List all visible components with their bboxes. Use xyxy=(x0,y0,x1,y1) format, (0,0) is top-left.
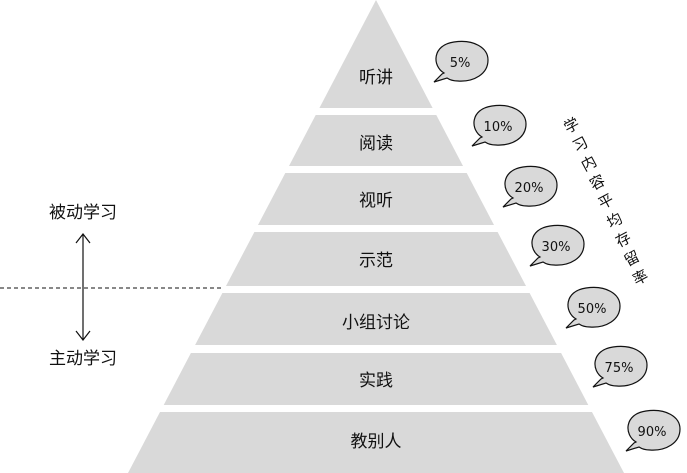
retention-bubble-3: 20% xyxy=(502,165,558,208)
tier-labels: 听讲 阅读 视听 示范 小组讨论 实践 教别人 xyxy=(342,68,410,452)
tier-label-1: 听讲 xyxy=(359,68,393,88)
vertical-title-char: 均 xyxy=(604,209,626,232)
active-learning-label: 主动学习 xyxy=(49,349,117,369)
tier-label-5: 小组讨论 xyxy=(342,313,410,333)
pyramid-tier-5 xyxy=(195,293,557,345)
retention-bubble-6: 75% xyxy=(592,345,648,388)
retention-value-6: 75% xyxy=(605,361,634,376)
speech-bubble-icon xyxy=(625,409,681,452)
retention-value-3: 20% xyxy=(515,181,544,196)
retention-value-5: 50% xyxy=(578,302,607,317)
retention-bubble-4: 30% xyxy=(529,224,585,267)
vertical-title-char: 容 xyxy=(587,171,609,194)
retention-bubble-2: 10% xyxy=(471,104,527,147)
pyramid-tier-7 xyxy=(128,412,624,473)
double-arrow-icon xyxy=(75,233,91,341)
tier-label-6: 实践 xyxy=(359,371,393,391)
tier-label-3: 视听 xyxy=(359,191,393,211)
speech-bubble-icon xyxy=(471,104,527,147)
vertical-title-char: 习 xyxy=(569,133,591,156)
pyramid-tier-4 xyxy=(226,232,526,286)
retention-bubble-5: 50% xyxy=(565,286,621,329)
speech-bubble-icon xyxy=(433,40,489,83)
retention-bubbles: 5% 10% 20% 30% 50% 75% 90% xyxy=(433,40,681,452)
vertical-title-char: 存 xyxy=(612,228,634,251)
vertical-title-char: 内 xyxy=(578,152,600,175)
pyramid-tier-6 xyxy=(163,353,589,405)
learning-mode-scale: 被动学习 主动学习 xyxy=(0,203,224,369)
retention-value-4: 30% xyxy=(542,240,571,255)
tier-label-7: 教别人 xyxy=(351,432,402,452)
speech-bubble-icon xyxy=(529,224,585,267)
speech-bubble-icon xyxy=(502,165,558,208)
retention-value-2: 10% xyxy=(484,120,513,135)
passive-learning-label: 被动学习 xyxy=(49,203,117,223)
retention-value-1: 5% xyxy=(450,56,471,71)
tier-label-4: 示范 xyxy=(359,251,393,271)
pyramid-tier-3 xyxy=(258,173,494,225)
tier-label-2: 阅读 xyxy=(359,134,393,154)
speech-bubble-icon xyxy=(592,345,648,388)
pyramid-tier-1 xyxy=(319,0,433,108)
retention-value-7: 90% xyxy=(638,425,667,440)
retention-bubble-1: 5% xyxy=(433,40,489,83)
speech-bubble-icon xyxy=(565,286,621,329)
vertical-title-char: 留 xyxy=(621,247,643,270)
vertical-title-char: 率 xyxy=(630,266,652,289)
vertical-title-char: 学 xyxy=(561,114,583,137)
pyramid-tiers xyxy=(128,0,624,473)
retention-bubble-7: 90% xyxy=(625,409,681,452)
pyramid-tier-2 xyxy=(289,115,463,166)
vertical-title-char: 平 xyxy=(595,190,617,213)
